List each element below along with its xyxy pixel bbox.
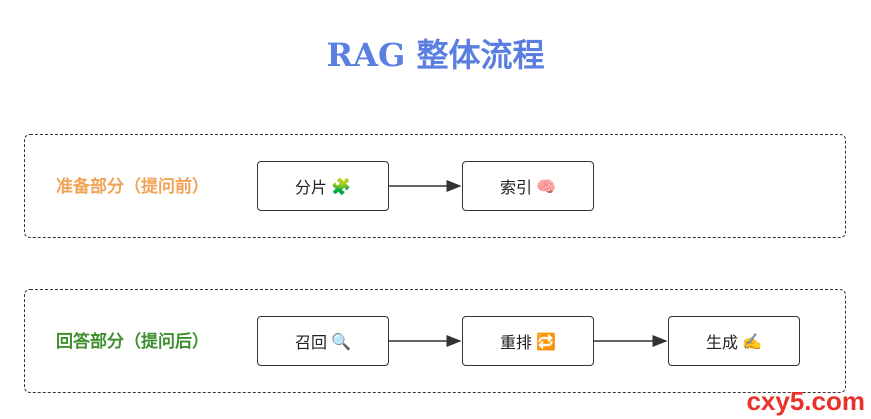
node-generate-label: 生成 <box>706 333 739 352</box>
node-index-label: 索引 <box>500 178 533 197</box>
writing-hand-icon: ✍️ <box>742 331 762 351</box>
prep-group <box>24 134 846 238</box>
diagram-title: RAG 整体流程 <box>326 36 545 74</box>
node-split-label: 分片 <box>295 178 328 197</box>
node-recall-label: 召回 <box>295 333 328 352</box>
node-rerank[interactable]: 重排 🔁 <box>462 316 594 366</box>
brain-icon: 🧠 <box>536 176 556 196</box>
node-recall[interactable]: 召回 🔍 <box>257 316 389 366</box>
node-generate[interactable]: 生成 ✍️ <box>668 316 800 366</box>
prep-group-label: 准备部分（提问前） <box>56 177 209 197</box>
node-split[interactable]: 分片 🧩 <box>257 161 389 211</box>
answer-group-label: 回答部分（提问后） <box>56 332 209 352</box>
watermark: cxy5.com <box>746 386 865 416</box>
puzzle-icon: 🧩 <box>331 176 351 196</box>
answer-group <box>24 289 846 393</box>
magnifier-icon: 🔍 <box>331 331 351 351</box>
node-rerank-label: 重排 <box>500 333 533 352</box>
node-index[interactable]: 索引 🧠 <box>462 161 594 211</box>
repeat-icon: 🔁 <box>536 331 556 351</box>
